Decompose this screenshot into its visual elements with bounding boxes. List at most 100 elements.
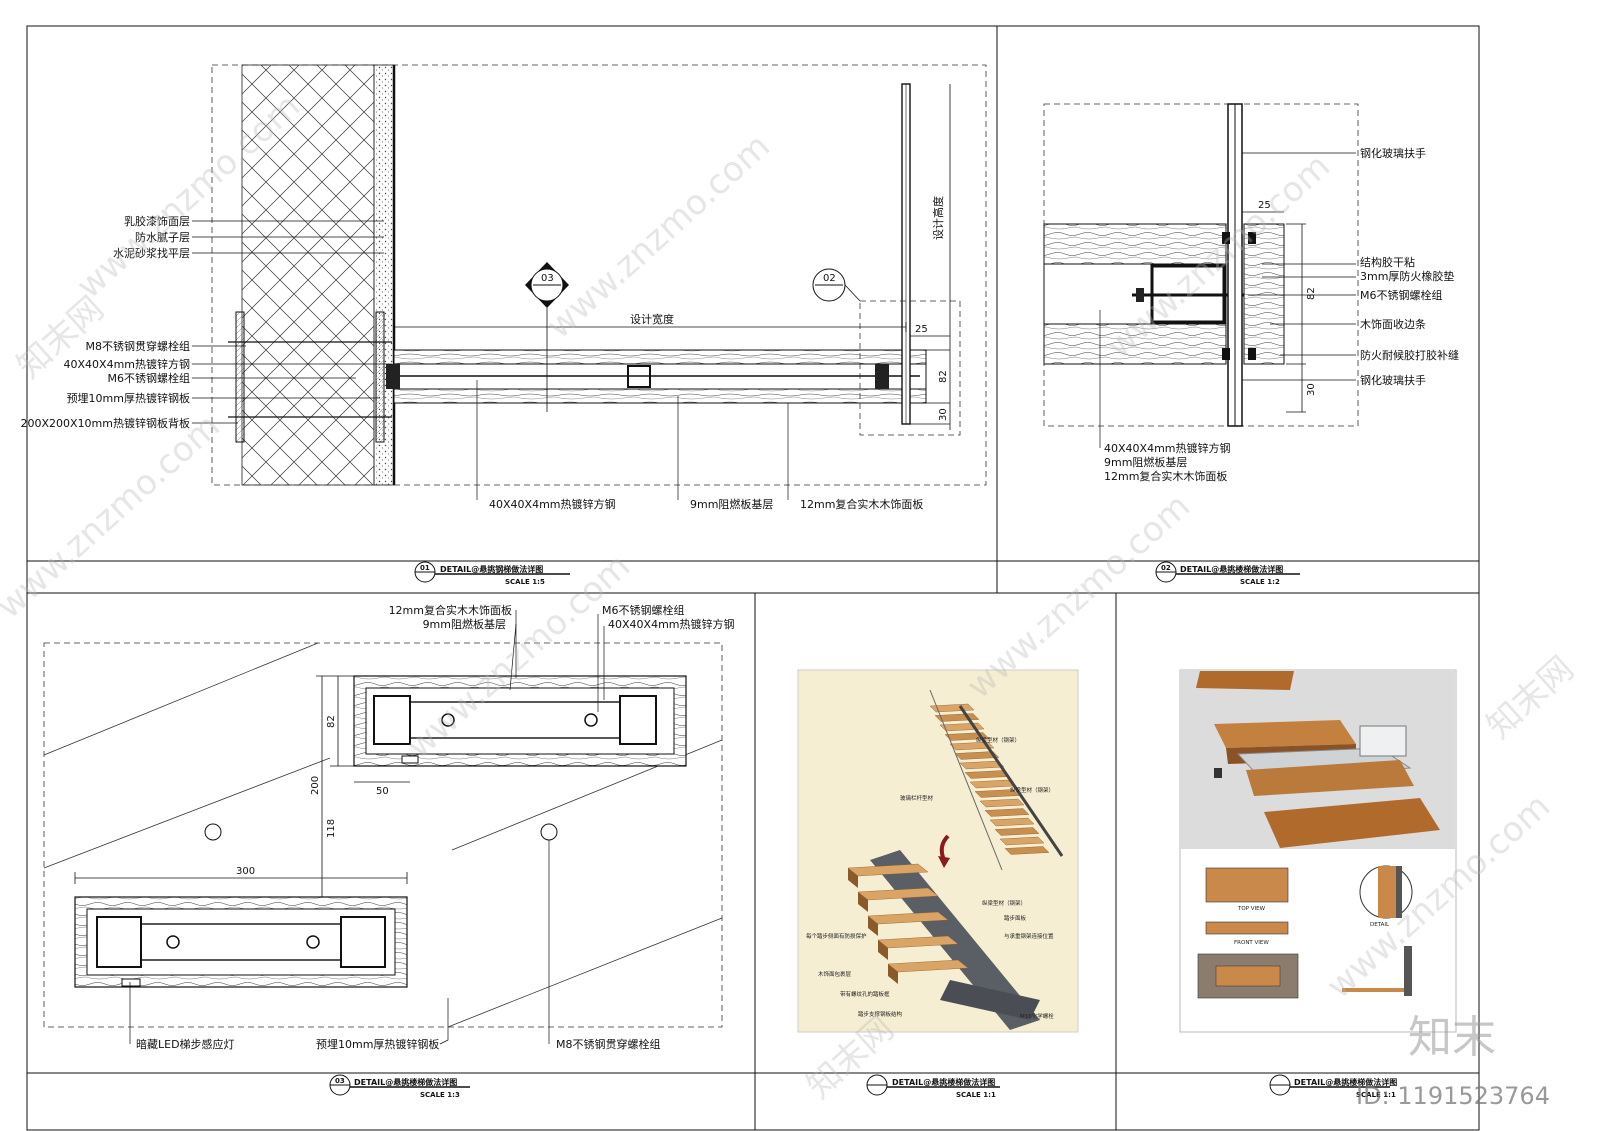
label-waterproof-putty: 防水腻子层 [135,230,190,244]
lower-step-top [877,935,959,949]
render-label-7: 木饰面包裹层 [818,970,852,978]
label-tempered-glass-top: 钢化玻璃扶手 [1360,146,1426,160]
label3-fire-board: 9mm阻燃板基层 [423,617,506,631]
upper-step [1004,846,1050,855]
scale-detail-03: SCALE 1:3 [420,1091,460,1099]
label-structural-glue: 结构胶干粘 [1360,255,1415,269]
tread-bottom-board [393,388,927,404]
label-fire-board: 9mm阻燃板基层 [690,497,773,511]
watermark-site-3: www.znzmo.com [0,406,228,627]
detail-03: 82 200 118 50 300 12mm复合实木木饰面板 9mm阻燃板基层 … [43,603,735,1099]
leaders-detail-02 [1099,152,1356,448]
render-label-1: 玻璃栏杆型材 [900,794,934,802]
render-label-5: 与承重钢架连接位置 [1004,932,1054,940]
leaders-detail-01 [192,220,789,500]
label-tempered-glass-bottom: 钢化玻璃扶手 [1360,373,1426,387]
lower-step-front [888,964,898,984]
detail-02: 25 82 30 钢化玻璃扶手 结构胶干粘 3mm厚防火橡胶垫 M6不锈钢螺栓组… [1043,103,1459,586]
upper-step [984,808,1030,817]
dim2-30: 30 [1306,383,1317,396]
render-label-0: 纵梁型材（钢架） [976,736,1020,744]
detail-05-product-sheet: TOP VIEW FRONT VIEW DETAIL DETAIL@悬挑楼梯做法… [1179,669,1457,1099]
scale-detail-02: SCALE 1:2 [1240,578,1280,586]
upper-stair-steps [929,703,1050,855]
label3-wood-veneer: 12mm复合实木木饰面板 [389,603,512,617]
label-m8-bolt: M8不锈钢贯穿螺栓组 [86,339,191,353]
lower-step-top [847,863,929,877]
label-square-steel: 40X40X4mm热镀锌方钢 [64,357,191,371]
label-embedded-plate: 预埋10mm厚热镀锌钢板 [67,391,190,405]
watermark-id: ID: 1191523764 [1356,1082,1550,1110]
width-dimension-label: 设计宽度 [630,312,674,326]
upper-step [959,760,1005,770]
title-num-02: 02 [1161,564,1171,572]
sheet-frames [26,25,1480,1131]
label-rubber-pad: 3mm厚防火橡胶垫 [1360,269,1454,283]
title-num-03: 03 [335,1077,345,1085]
render-label-6: 每个踏步侧面有防损保护 [806,932,867,940]
detail-01: 设计宽度 设计高度 25 82 30 03 02 [21,64,987,586]
render-label-3: 纵梁型材（钢架） [982,899,1026,907]
render-label-4: 踏步面板 [1004,914,1027,922]
masonry-wall [241,64,375,486]
label-square-steel-bottom: 40X40X4mm热镀锌方钢 [489,497,616,511]
render-label-8: 带有螺纹孔的踏板框 [840,990,890,998]
label3-led-light: 暗藏LED梯步感应灯 [136,1037,235,1051]
dims-detail-03 [74,675,410,898]
lower-step-front [878,940,888,960]
lower-step-front [848,868,858,888]
title-detail-05: DETAIL@悬挑楼梯做法详图 [1294,1077,1397,1087]
label-m6-bolt: M6不锈钢螺栓组 [108,371,191,385]
title-detail-02: DETAIL@悬挑楼梯做法详图 [1180,564,1283,574]
label2-fire-board: 9mm阻燃板基层 [1104,455,1187,469]
scale-detail-01: SCALE 1:5 [505,578,545,586]
dim-82: 82 [938,370,949,383]
view-label-front: FRONT VIEW [1234,940,1269,946]
tread-top-board [393,349,927,365]
upper-step [999,836,1045,846]
watermark-brand-3: 知末网 [1479,649,1582,747]
render-label-9: 踏步支撑钢板结构 [858,1010,903,1018]
dim2-25: 25 [1258,200,1271,211]
tread-bottom-board-2 [1043,323,1227,365]
title-detail-01: DETAIL@悬挑钢梯做法详图 [440,564,543,574]
label3-embedded-plate: 预埋10mm厚热镀锌钢板 [316,1037,439,1051]
render-label-10: M16化学螺栓 [1020,1012,1054,1020]
label2-square-steel: 40X40X4mm热镀锌方钢 [1104,441,1231,455]
upper-step [994,827,1040,836]
view-label-top: TOP VIEW [1237,906,1266,912]
dim-25: 25 [915,324,928,335]
dim3-300: 300 [236,866,255,877]
scale-detail-04: SCALE 1:1 [956,1091,996,1099]
callout-02: 02 [823,273,836,284]
callout-03: 03 [541,273,554,284]
label3-square-steel: 40X40X4mm热镀锌方钢 [608,617,735,631]
lower-step-front [868,916,878,936]
view-label-detail: DETAIL [1370,922,1390,928]
upper-step [954,751,1000,760]
watermark-logo: 知末 [1408,1012,1496,1063]
label-m6-bolt-2: M6不锈钢螺栓组 [1360,288,1443,302]
dim3-82: 82 [326,715,337,728]
label-cement-leveling: 水泥砂浆找平层 [113,246,190,260]
dim3-50: 50 [376,786,389,797]
leaders-detail-03 [129,610,605,1045]
scale-detail-05: SCALE 1:1 [1356,1091,1396,1099]
upper-step [974,789,1020,798]
title-num-01: 01 [420,564,430,572]
tread-top-board-2 [1043,223,1227,265]
dims-detail-02 [1242,211,1306,413]
label-edge-trim: 木饰面收边条 [1360,317,1426,331]
dim3-118: 118 [326,819,337,838]
label-weather-sealant: 防火耐候胶打胶补缝 [1360,348,1459,362]
label-latex-finish: 乳胶漆饰面层 [124,214,190,228]
height-dimension-label: 设计高度 [931,196,945,240]
lower-step-top [887,959,969,973]
lower-step-front [858,892,868,912]
dim3-200: 200 [310,776,321,795]
lower-step-top [857,887,939,901]
render-callouts: 纵梁型材（钢架） 玻璃栏杆型材 纵梁型材（钢架） 纵梁型材（钢架） 踏步面板 与… [806,736,1054,1020]
label3-m6-bolt: M6不锈钢螺栓组 [602,603,685,617]
upper-step [989,817,1035,827]
